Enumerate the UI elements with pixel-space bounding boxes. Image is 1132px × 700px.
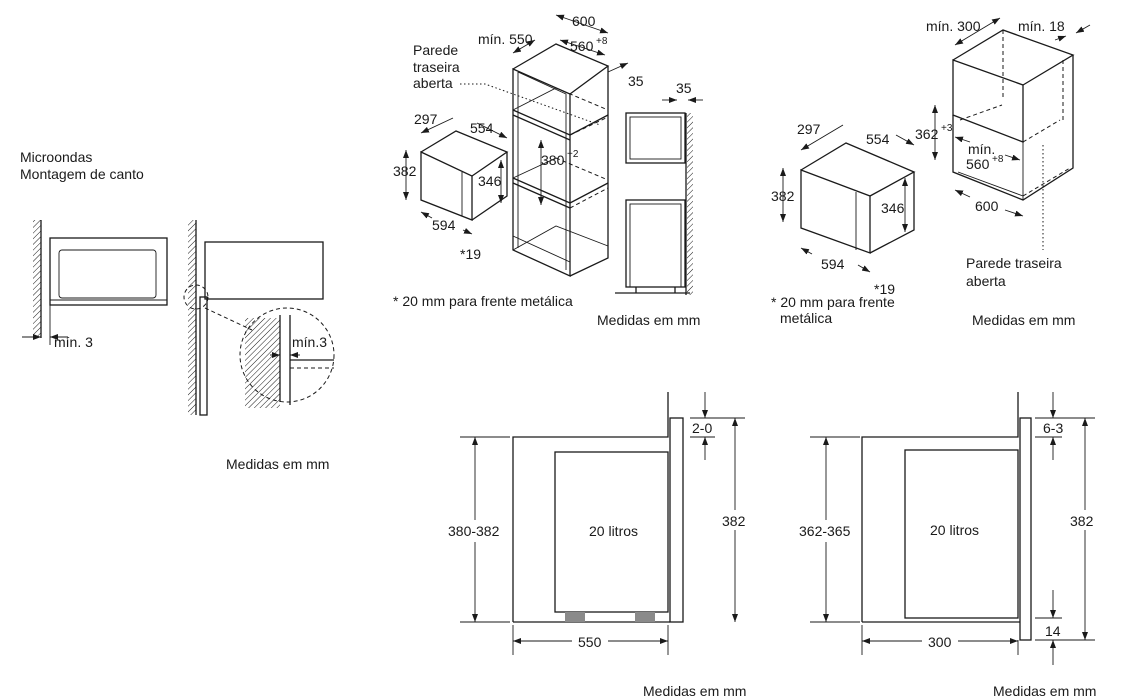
front-height: 382 <box>1070 513 1094 529</box>
niche-width-label: mín. <box>968 141 995 157</box>
niche-height-tolerance: +3 <box>941 123 953 134</box>
niche-width-tolerance: +8 <box>596 36 608 47</box>
side-view-upper <box>625 112 686 164</box>
foot <box>565 612 585 622</box>
panel-thickness: 35 <box>628 73 644 89</box>
wall-cabinet-front <box>952 59 1024 143</box>
appliance-front <box>800 169 871 254</box>
cabinet-depth: mín. 550 <box>478 31 533 47</box>
open-back-label: traseira <box>413 59 460 75</box>
section-tall-diagram: 380-382 2-0 382 20 litros 550 Medidas em… <box>440 392 750 699</box>
units-label: Medidas em mm <box>993 683 1096 699</box>
units-label: Medidas em mm <box>972 312 1075 328</box>
units-label: Medidas em mm <box>643 683 746 699</box>
microwave-section <box>904 449 1019 619</box>
foot <box>635 612 655 622</box>
open-back-label: Parede traseira <box>966 255 1062 271</box>
volume-label: 20 litros <box>930 522 979 538</box>
footnote: * 20 mm para frente metálica <box>393 293 573 309</box>
niche-width: 560 <box>570 38 594 54</box>
open-back-label: aberta <box>966 273 1006 289</box>
footnote-continued: metálica <box>780 310 832 326</box>
appliance-depth: 297 <box>797 121 821 137</box>
niche-height: 380 <box>541 152 565 168</box>
corner-mount-diagram: Microondas Montagem de canto mín. 3 mín.… <box>20 149 335 472</box>
wall-cabinet-diagram: 297 554 382 346 594 *19 mín. 300 mín. 18… <box>771 17 1091 328</box>
tall-cabinet-diagram: Parede traseira aberta 297 554 382 346 5… <box>393 13 703 328</box>
niche-height-tolerance: +2 <box>567 149 579 160</box>
appliance-front-width: 594 <box>821 256 845 272</box>
wall-hatch <box>33 220 41 338</box>
min-depth: mín. 300 <box>926 18 981 34</box>
open-back-label: Parede <box>413 42 458 58</box>
cabinet-width: 600 <box>572 13 596 29</box>
units-label: Medidas em mm <box>226 456 329 472</box>
depth: 300 <box>928 634 952 650</box>
appliance-height: 382 <box>393 163 417 179</box>
niche-height: 362 <box>915 126 939 142</box>
microwave-front <box>49 237 168 306</box>
min-gap-detail-label: mín.3 <box>292 334 327 350</box>
corner-title: Microondas <box>20 149 92 165</box>
appliance-depth: 297 <box>414 111 438 127</box>
cabinet-side <box>204 241 324 300</box>
bottom-gap: 14 <box>1045 623 1061 639</box>
niche-width: 560 <box>966 156 990 172</box>
front-offset: *19 <box>874 281 895 297</box>
top-gap: 2-0 <box>692 420 712 436</box>
corner-subtitle: Montagem de canto <box>20 166 144 182</box>
appliance-inner-height: 346 <box>478 173 502 189</box>
niche-height: 380-382 <box>448 523 500 539</box>
top-gap: 6-3 <box>1043 420 1063 436</box>
open-back-label: aberta <box>413 75 453 91</box>
side-view-lower <box>625 199 686 288</box>
side-panel-thickness: 35 <box>676 80 692 96</box>
appliance-width: 554 <box>470 120 494 136</box>
detail-circle <box>239 307 335 403</box>
min-side: mín. 18 <box>1018 18 1065 34</box>
appliance-front <box>420 150 473 221</box>
front-offset: *19 <box>460 246 481 262</box>
section-wall-diagram: 362-365 6-3 382 14 20 litros 300 Medidas… <box>792 392 1098 699</box>
niche-width-tolerance: +8 <box>992 154 1004 165</box>
appliance-width: 554 <box>866 131 890 147</box>
volume-label: 20 litros <box>589 523 638 539</box>
front-height: 382 <box>722 513 746 529</box>
appliance-inner-height: 346 <box>881 200 905 216</box>
microwave-section <box>554 451 669 613</box>
depth: 550 <box>578 634 602 650</box>
niche-height: 362-365 <box>799 523 851 539</box>
min-gap-label: mín. 3 <box>54 334 93 350</box>
cabinet-width: 600 <box>975 198 999 214</box>
front-panel <box>669 417 684 623</box>
appliance-height: 382 <box>771 188 795 204</box>
appliance-front-width: 594 <box>432 217 456 233</box>
footnote: * 20 mm para frente <box>771 294 895 310</box>
units-label: Medidas em mm <box>597 312 700 328</box>
front-panel <box>1019 417 1032 641</box>
